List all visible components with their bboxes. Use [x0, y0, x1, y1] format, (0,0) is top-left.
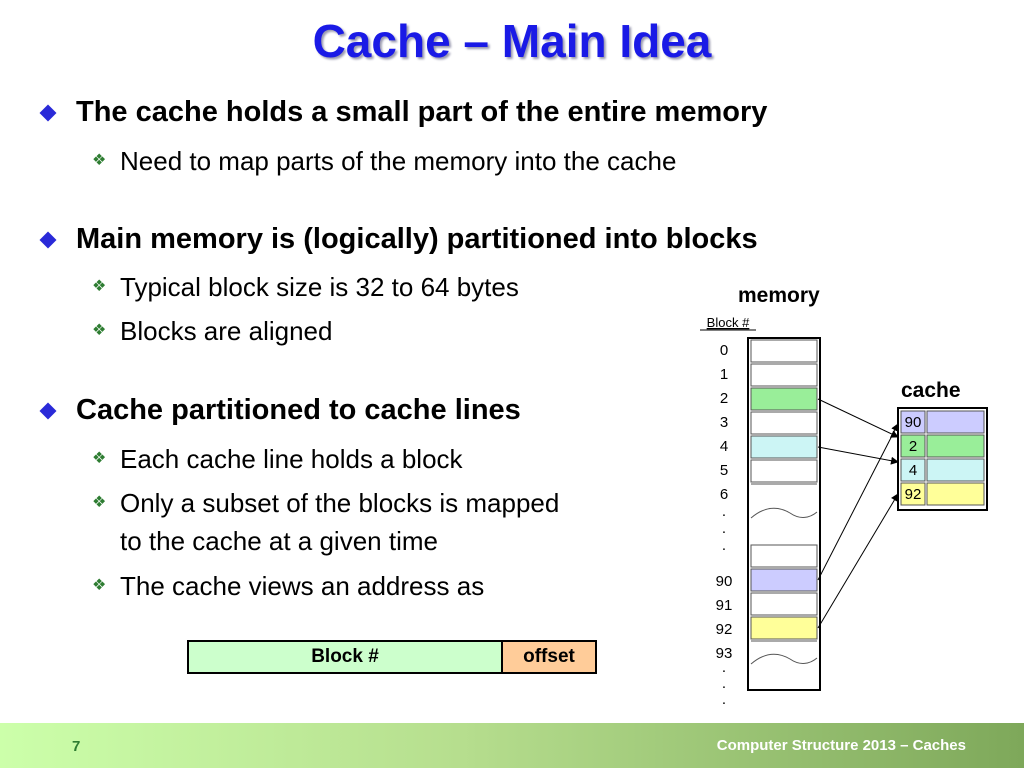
cache-line-1 — [926, 434, 985, 458]
memory-row-91 — [750, 592, 818, 616]
page-number: 7 — [72, 738, 81, 755]
block-num-91: 91 — [716, 597, 733, 614]
memory-break-wave-2 — [750, 653, 818, 665]
cache-label: cache — [901, 379, 961, 402]
footer-course-title: Computer Structure 2013 – Caches — [716, 737, 966, 754]
memory-row-90 — [750, 568, 818, 592]
sub-bullet-text: to the cache at a given time — [120, 526, 438, 556]
sub-bullet-text: Each cache line holds a block — [120, 444, 463, 474]
block-num-0: 0 — [720, 342, 728, 359]
memory-row-4 — [750, 435, 818, 459]
slide-title: Cache – Main Idea — [312, 15, 712, 67]
sub-bullet-text: Need to map parts of the memory into the… — [120, 146, 677, 176]
sub-bullet-text: Only a subset of the blocks is mapped — [120, 488, 560, 518]
ellipsis-dot: . — [722, 520, 726, 537]
sub-bullet-3-1: ❖ Each cache line holds a block — [92, 443, 463, 475]
cache-tag-0 — [900, 410, 926, 434]
bullet-2-text: Main memory is (logically) partitioned i… — [76, 223, 758, 255]
ellipsis-dot: . — [722, 659, 726, 676]
bullet-3: Cache partitioned to cache lines — [39, 394, 521, 427]
block-num-92: 92 — [716, 621, 733, 638]
star-bullet-icon: ❖ — [92, 152, 107, 169]
address-offset-field: offset — [503, 642, 595, 672]
memory-row-5 — [750, 459, 818, 483]
cache-tag-2 — [900, 458, 926, 482]
arrow-block-4-to-cache — [817, 446, 899, 465]
block-number-header: Block # — [707, 315, 750, 330]
ellipsis-dot: . — [722, 537, 726, 554]
cache-tag-3 — [900, 482, 926, 506]
ellipsis-dot: . — [722, 691, 726, 708]
bullet-2: Main memory is (logically) partitioned i… — [39, 223, 758, 256]
sub-bullet-text: The cache views an address as — [120, 571, 485, 601]
memory-row-89 — [750, 544, 818, 568]
ellipsis-dot: . — [722, 675, 726, 692]
address-block-field: Block # — [189, 642, 503, 672]
arrow-block-2-to-cache — [817, 398, 899, 438]
block-num-2: 2 — [720, 390, 728, 407]
cache-tag-text-0: 90 — [905, 414, 922, 431]
memory-break-wave-1 — [750, 507, 818, 519]
block-num-5: 5 — [720, 462, 728, 479]
cache-tag-text-3: 92 — [905, 486, 922, 503]
cache-tag-text-2: 4 — [909, 462, 917, 479]
bullet-3-text: Cache partitioned to cache lines — [76, 394, 521, 426]
star-bullet-icon: ❖ — [92, 322, 107, 339]
star-bullet-icon: ❖ — [92, 278, 107, 295]
address-format: Block # offset — [187, 640, 597, 674]
sub-bullet-3-2: ❖ Only a subset of the blocks is mapped — [92, 487, 560, 519]
bullet-1-text: The cache holds a small part of the enti… — [76, 96, 768, 128]
star-bullet-icon: ❖ — [92, 450, 107, 467]
block-num-90: 90 — [716, 573, 733, 590]
cache-line-0 — [926, 410, 985, 434]
memory-row-0 — [750, 339, 818, 363]
block-num-3: 3 — [720, 414, 728, 431]
sub-bullet-3-2-cont: to the cache at a given time — [120, 525, 438, 557]
sub-bullet-2-2: ❖ Blocks are aligned — [92, 315, 333, 347]
sub-bullet-text: Blocks are aligned — [120, 316, 333, 346]
block-num-4: 4 — [720, 438, 728, 455]
sub-bullet-text: Typical block size is 32 to 64 bytes — [120, 272, 519, 302]
cache-line-3 — [926, 482, 985, 506]
memory-row-2 — [750, 387, 818, 411]
memory-row-1 — [750, 363, 818, 387]
block-num-1: 1 — [720, 366, 728, 383]
ellipsis-dot: . — [722, 503, 726, 520]
sub-bullet-2-1: ❖ Typical block size is 32 to 64 bytes — [92, 271, 519, 303]
memory-row-92 — [750, 616, 818, 640]
block-num-6: 6 — [720, 486, 728, 503]
cache-tag-1 — [900, 434, 926, 458]
cache-tag-text-1: 2 — [909, 438, 917, 455]
block-num-93: 93 — [716, 645, 733, 662]
sub-bullet-3-3: ❖ The cache views an address as — [92, 570, 485, 602]
star-bullet-icon: ❖ — [92, 577, 107, 594]
bullet-1: The cache holds a small part of the enti… — [39, 96, 768, 129]
slide-footer: 7 Computer Structure 2013 – Caches — [0, 723, 1024, 768]
memory-label: memory — [738, 284, 820, 307]
memory-row-3 — [750, 411, 818, 435]
star-bullet-icon: ❖ — [92, 494, 107, 511]
cache-line-2 — [926, 458, 985, 482]
arrow-block-90-to-cache — [817, 423, 899, 581]
sub-bullet-1-1: ❖ Need to map parts of the memory into t… — [92, 145, 677, 177]
arrow-block-92-to-cache — [817, 493, 899, 629]
